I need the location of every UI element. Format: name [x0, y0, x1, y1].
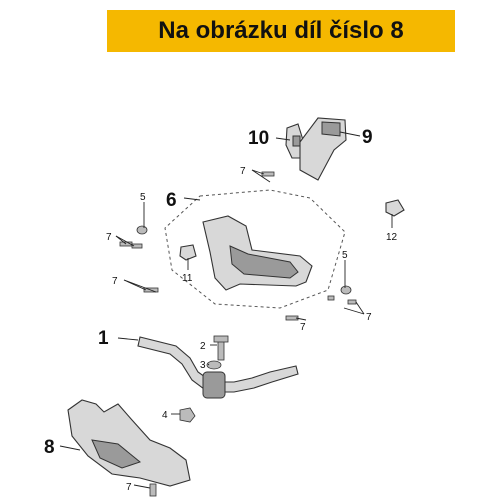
part-9-switch	[299, 117, 347, 181]
part-11-clip	[179, 244, 197, 261]
callout-8: 8	[44, 437, 55, 458]
part-1-handlebar	[137, 336, 299, 399]
leader-lines	[59, 131, 393, 489]
callout-6: 6	[166, 190, 177, 211]
callout-5a: 5	[140, 192, 146, 203]
part-12-clip	[385, 199, 405, 217]
part-2-bolt	[213, 335, 229, 361]
caption-banner: Na obrázku díl číslo 8	[107, 10, 455, 52]
callout-9: 9	[362, 127, 373, 148]
callout-7b: 7	[112, 276, 118, 287]
callout-3: 3	[200, 360, 206, 371]
callout-12: 12	[386, 232, 398, 243]
callout-11: 11	[182, 273, 193, 284]
group-6-outline	[164, 189, 346, 309]
callout-7c: 7	[240, 166, 246, 177]
callout-1: 1	[98, 328, 109, 349]
part-6-upper-cover	[202, 215, 313, 291]
part-3-nut	[206, 360, 222, 370]
callout-2: 2	[200, 341, 206, 352]
callout-5b: 5	[342, 250, 348, 261]
part-4-nut	[179, 407, 196, 423]
callout-7a: 7	[106, 232, 112, 243]
callout-7d: 7	[366, 312, 372, 323]
callout-7e: 7	[300, 322, 306, 333]
caption-text: Na obrázku díl číslo 8	[158, 17, 404, 44]
callout-10: 10	[248, 128, 269, 149]
callout-4: 4	[162, 410, 168, 421]
part-8-lower-cover	[67, 399, 191, 487]
callout-7f: 7	[126, 482, 132, 493]
